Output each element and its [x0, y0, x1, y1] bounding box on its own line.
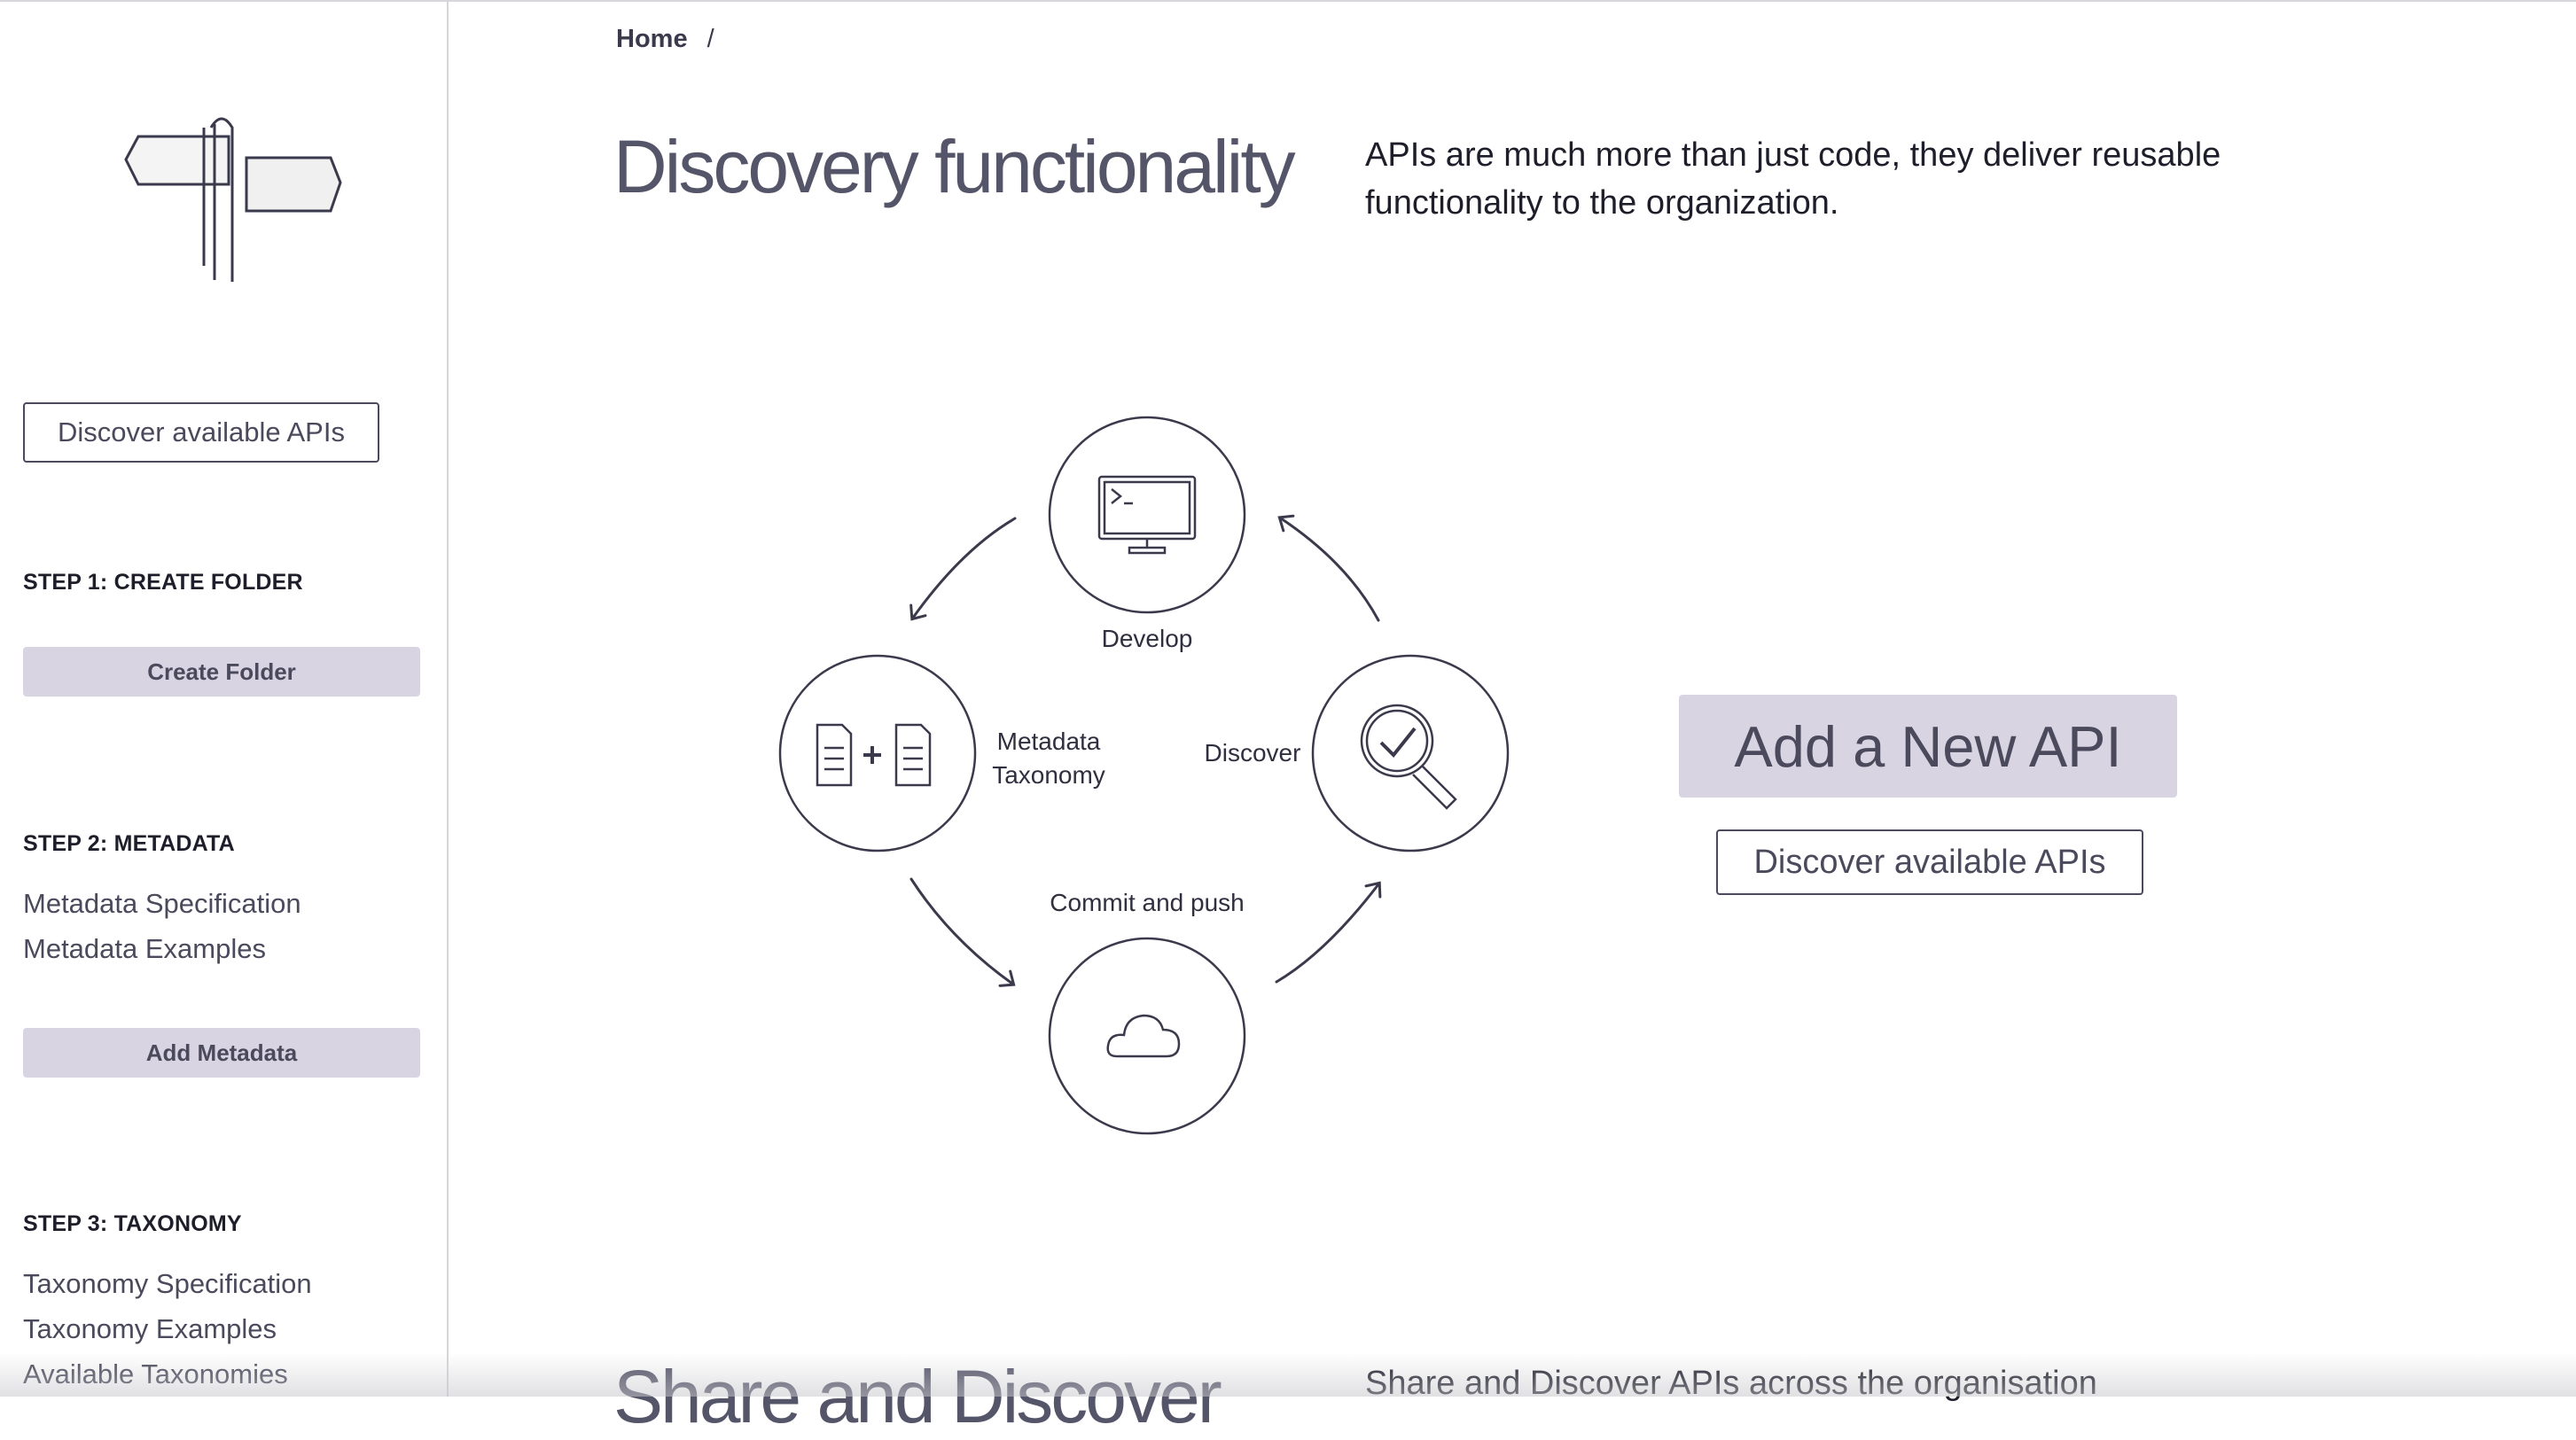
- develop-circle: [1048, 416, 1246, 614]
- arrow-discover-to-develop: [1277, 514, 1380, 622]
- sidebar: Discover available APIs STEP 1: CREATE F…: [0, 0, 449, 1397]
- discovery-cycle-diagram: Develop Metadata Taxonomy Discover Commi…: [778, 416, 1510, 1135]
- taxonomy-specification-link[interactable]: Taxonomy Specification: [23, 1268, 312, 1299]
- create-folder-button[interactable]: Create Folder: [23, 647, 420, 697]
- breadcrumb-home-link[interactable]: Home: [616, 25, 688, 53]
- breadcrumb: Home /: [616, 25, 714, 54]
- terminal-monitor-icon: [1097, 475, 1197, 555]
- discover-label: Discover: [1205, 739, 1301, 767]
- metadata-circle: [778, 654, 977, 852]
- breadcrumb-separator: /: [706, 25, 714, 53]
- discover-circle: [1311, 654, 1510, 852]
- main-discover-apis-button[interactable]: Discover available APIs: [1716, 829, 2143, 895]
- commit-circle: [1048, 937, 1246, 1135]
- taxonomy-examples-link[interactable]: Taxonomy Examples: [23, 1313, 277, 1344]
- add-metadata-button[interactable]: Add Metadata: [23, 1028, 420, 1078]
- cloud-icon: [1106, 1014, 1181, 1058]
- metadata-examples-link[interactable]: Metadata Examples: [23, 933, 266, 964]
- arrow-commit-to-discover: [1275, 881, 1382, 984]
- step-2-heading: STEP 2: METADATA: [23, 831, 235, 856]
- develop-label: Develop: [1102, 625, 1193, 652]
- arrow-metadata-to-commit: [909, 877, 1016, 987]
- signpost-logo-icon: [124, 117, 342, 282]
- available-taxonomies-link[interactable]: Available Taxonomies: [23, 1358, 288, 1389]
- documents-plus-icon: [816, 723, 932, 787]
- sidebar-discover-apis-button[interactable]: Discover available APIs: [23, 402, 379, 463]
- metadata-specification-link[interactable]: Metadata Specification: [23, 888, 301, 919]
- top-border: [0, 0, 2576, 2]
- step-3-heading: STEP 3: TAXONOMY: [23, 1211, 242, 1236]
- magnifier-check-icon: [1360, 704, 1457, 810]
- add-new-api-button[interactable]: Add a New API: [1679, 695, 2177, 798]
- intro-text: APIs are much more than just code, they …: [1365, 136, 2221, 222]
- arrow-develop-to-metadata: [909, 517, 1017, 621]
- share-discover-text: Share and Discover APIs across the organ…: [1365, 1365, 2097, 1402]
- step-1-heading: STEP 1: CREATE FOLDER: [23, 570, 303, 595]
- page-title: Discovery functionality: [613, 125, 1296, 208]
- metadata-label: Metadata: [997, 728, 1101, 755]
- share-discover-heading: Share and Discover: [613, 1355, 1222, 1438]
- taxonomy-label: Taxonomy: [992, 761, 1105, 789]
- commit-label: Commit and push: [1050, 889, 1244, 916]
